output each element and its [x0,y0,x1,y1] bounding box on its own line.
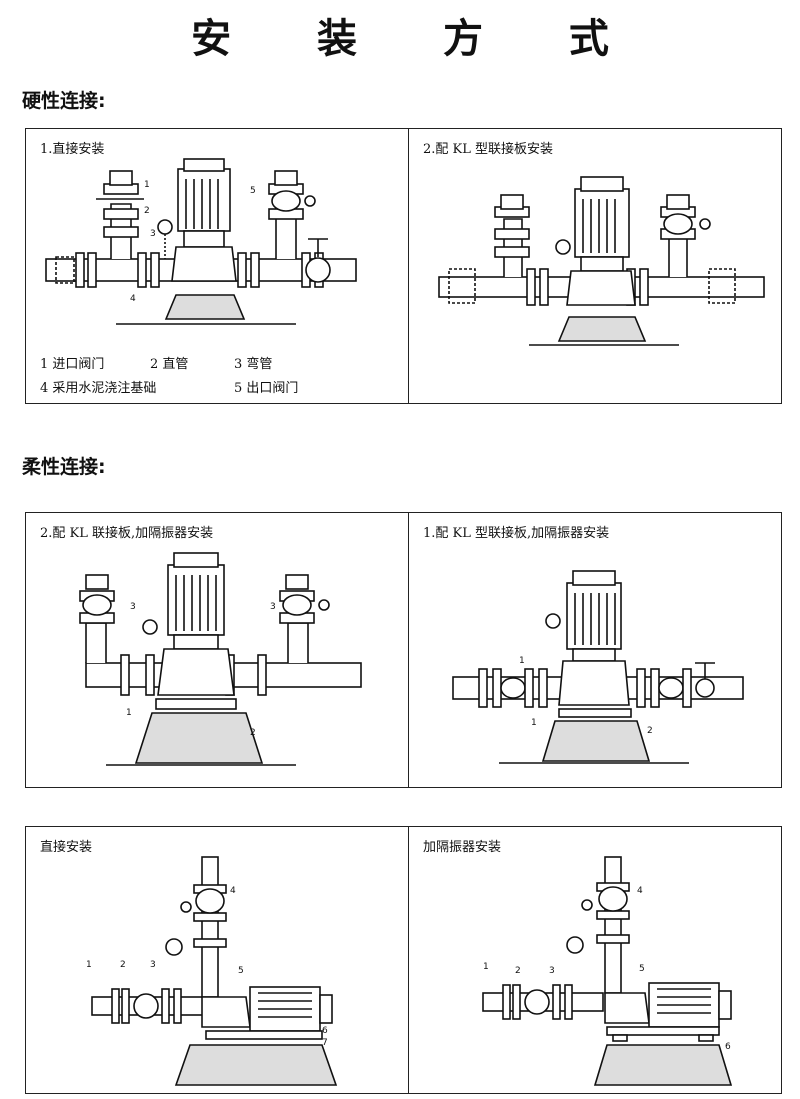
page-title: 安 装 方 式 [191,16,645,62]
pump-vertical-inline-isolator-diagram: 1 1 2 [452,570,744,764]
panel-caption: 1.直接安装 [40,142,105,157]
panel-direct-install: 1.直接安装 [25,128,409,404]
callout-label: 3 [130,602,136,612]
legend: 1 进口阀门 2 直管 3 弯管 4 采用水泥浇注基础 5 出口阀门 [40,353,390,399]
panel-horizontal-direct-install: 直接安装 1 2 3 [25,826,409,1094]
callout-label: 3 [270,602,276,612]
callout-label: 5 [250,186,256,196]
callout-label: 1 [531,718,537,728]
callout-label: 3 [549,966,555,976]
panel-kl-isolator-install: 2.配 KL 联接板,加隔振器安装 [25,512,409,788]
callout-label: 1 [144,180,150,190]
callout-label: 1 [519,656,525,666]
legend-item: 5 出口阀门 [234,381,299,396]
panel-caption: 2.配 KL 型联接板安装 [423,142,554,157]
panel-kl-plate-isolator-install: 1.配 KL 型联接板,加隔振器安装 [408,512,782,788]
section-heading-flexible-connection: 柔性连接: [22,456,106,478]
callout-label: 4 [637,886,643,896]
callout-label: 3 [150,960,156,970]
legend-item: 2 直管 [150,357,189,372]
callout-label: 2 [250,728,256,738]
section-heading-hard-connection: 硬性连接: [22,90,106,112]
callout-label: 4 [130,294,136,304]
legend-item: 3 弯管 [234,357,273,372]
legend-item: 4 采用水泥浇注基础 [40,381,157,396]
callout-label: 3 [150,229,156,239]
pump-horizontal-isolator-diagram: 1 2 3 4 5 6 [482,856,733,1086]
pump-vertical-hard-diagram: 1 2 3 4 5 [45,158,357,325]
panel-kl-plate-install: 2.配 KL 型联接板安装 [408,128,782,404]
callout-label: 1 [126,708,132,718]
pump-vertical-isolator-diagram: 3 3 1 2 [79,552,362,766]
legend-item: 1 进口阀门 [40,357,105,372]
callout-label: 2 [144,206,150,216]
callout-label: 1 [86,960,92,970]
callout-label: 1 [483,962,489,972]
callout-label: 6 [322,1026,328,1036]
panel-caption: 直接安装 [40,840,93,855]
panel-caption: 1.配 KL 型联接板,加隔振器安装 [423,526,610,541]
pump-horizontal-direct-diagram: 1 2 3 4 5 6 7 [86,856,338,1086]
panel-caption: 加隔振器安装 [423,840,502,855]
callout-label: 4 [230,886,236,896]
pump-vertical-kl-diagram [438,176,765,346]
callout-label: 5 [238,966,244,976]
callout-label: 6 [725,1042,731,1052]
callout-label: 2 [515,966,521,976]
callout-label: 7 [322,1038,328,1048]
panel-caption: 2.配 KL 联接板,加隔振器安装 [40,526,214,541]
callout-label: 5 [639,964,645,974]
panel-horizontal-isolator-install: 加隔振器安装 1 [408,826,782,1094]
callout-label: 2 [120,960,126,970]
callout-label: 2 [647,726,653,736]
